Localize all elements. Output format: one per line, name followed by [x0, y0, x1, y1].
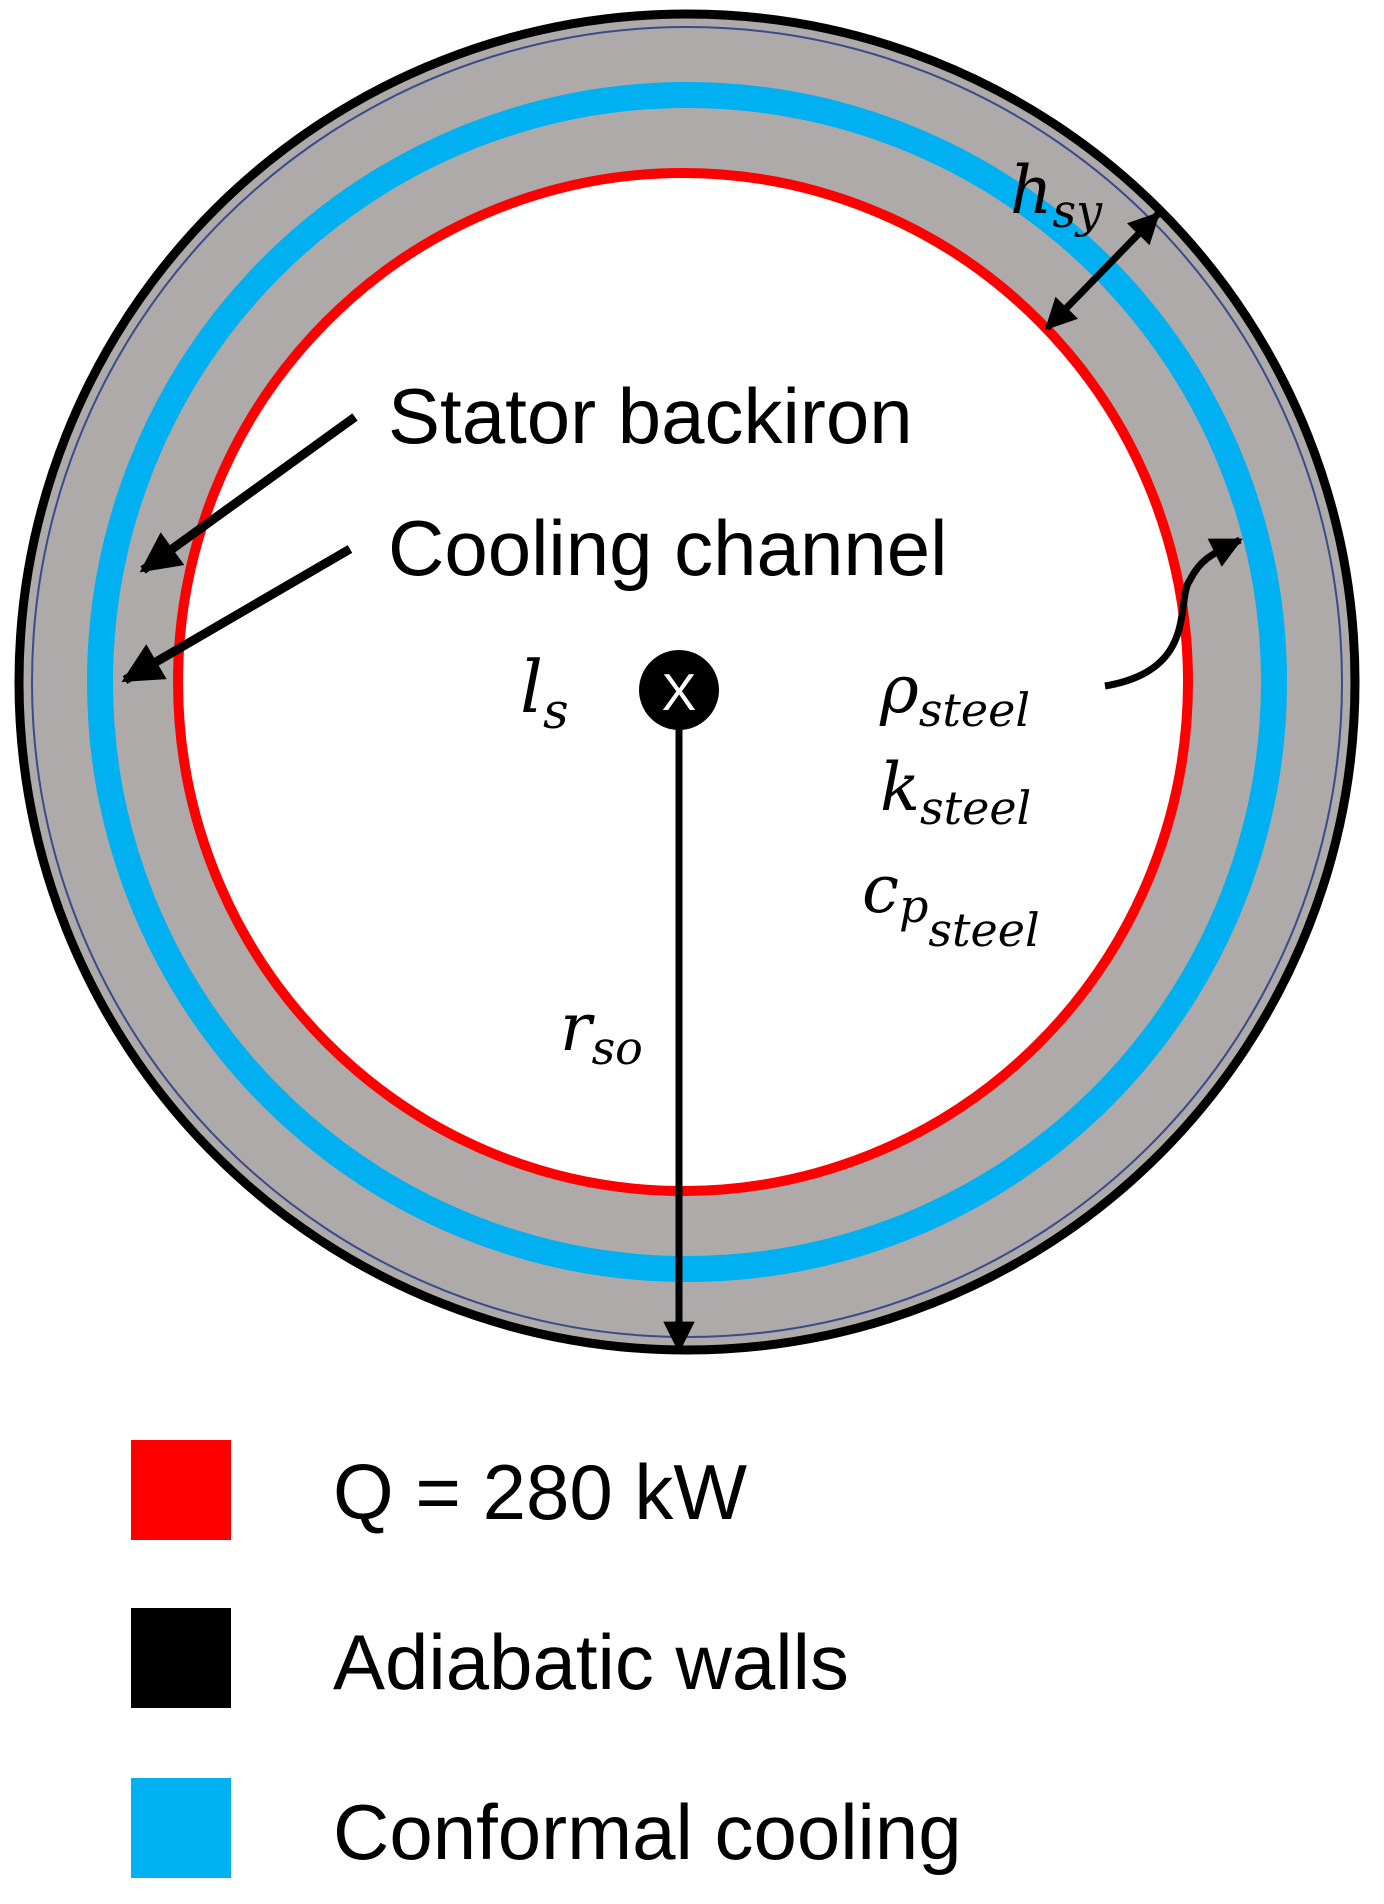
rho-steel-symbol: ρsteel — [879, 651, 1030, 737]
legend-label-heat: Q = 280 kW — [333, 1448, 747, 1536]
material-properties-arrow — [1104, 536, 1243, 690]
hsy-symbol: hsy — [1010, 152, 1103, 238]
cooling-channel-arrow — [121, 545, 353, 684]
cooling-channel-label: Cooling channel — [388, 504, 947, 592]
ls-symbol: ls — [520, 645, 569, 740]
legend-swatch-heat — [131, 1440, 231, 1540]
legend-swatch-cooling — [131, 1778, 231, 1878]
cp-steel-symbol: cpsteel — [862, 851, 1040, 957]
legend-label-cooling: Conformal cooling — [333, 1788, 962, 1876]
center-marker — [639, 650, 719, 730]
stator-backiron-arrow — [139, 413, 358, 574]
center-mark-x: X — [662, 664, 697, 722]
legend-label-adiabatic: Adiabatic walls — [333, 1618, 849, 1706]
cooling-channel-ring — [87, 82, 1287, 1282]
legend: Q = 280 kW Adiabatic walls Conformal coo… — [131, 1440, 962, 1878]
k-steel-symbol: ksteel — [880, 749, 1031, 835]
legend-swatch-adiabatic — [131, 1608, 231, 1708]
stator-backiron-label: Stator backiron — [388, 372, 913, 460]
rso-symbol: rso — [560, 989, 643, 1075]
hsy-dimension-arrow — [1044, 211, 1161, 331]
